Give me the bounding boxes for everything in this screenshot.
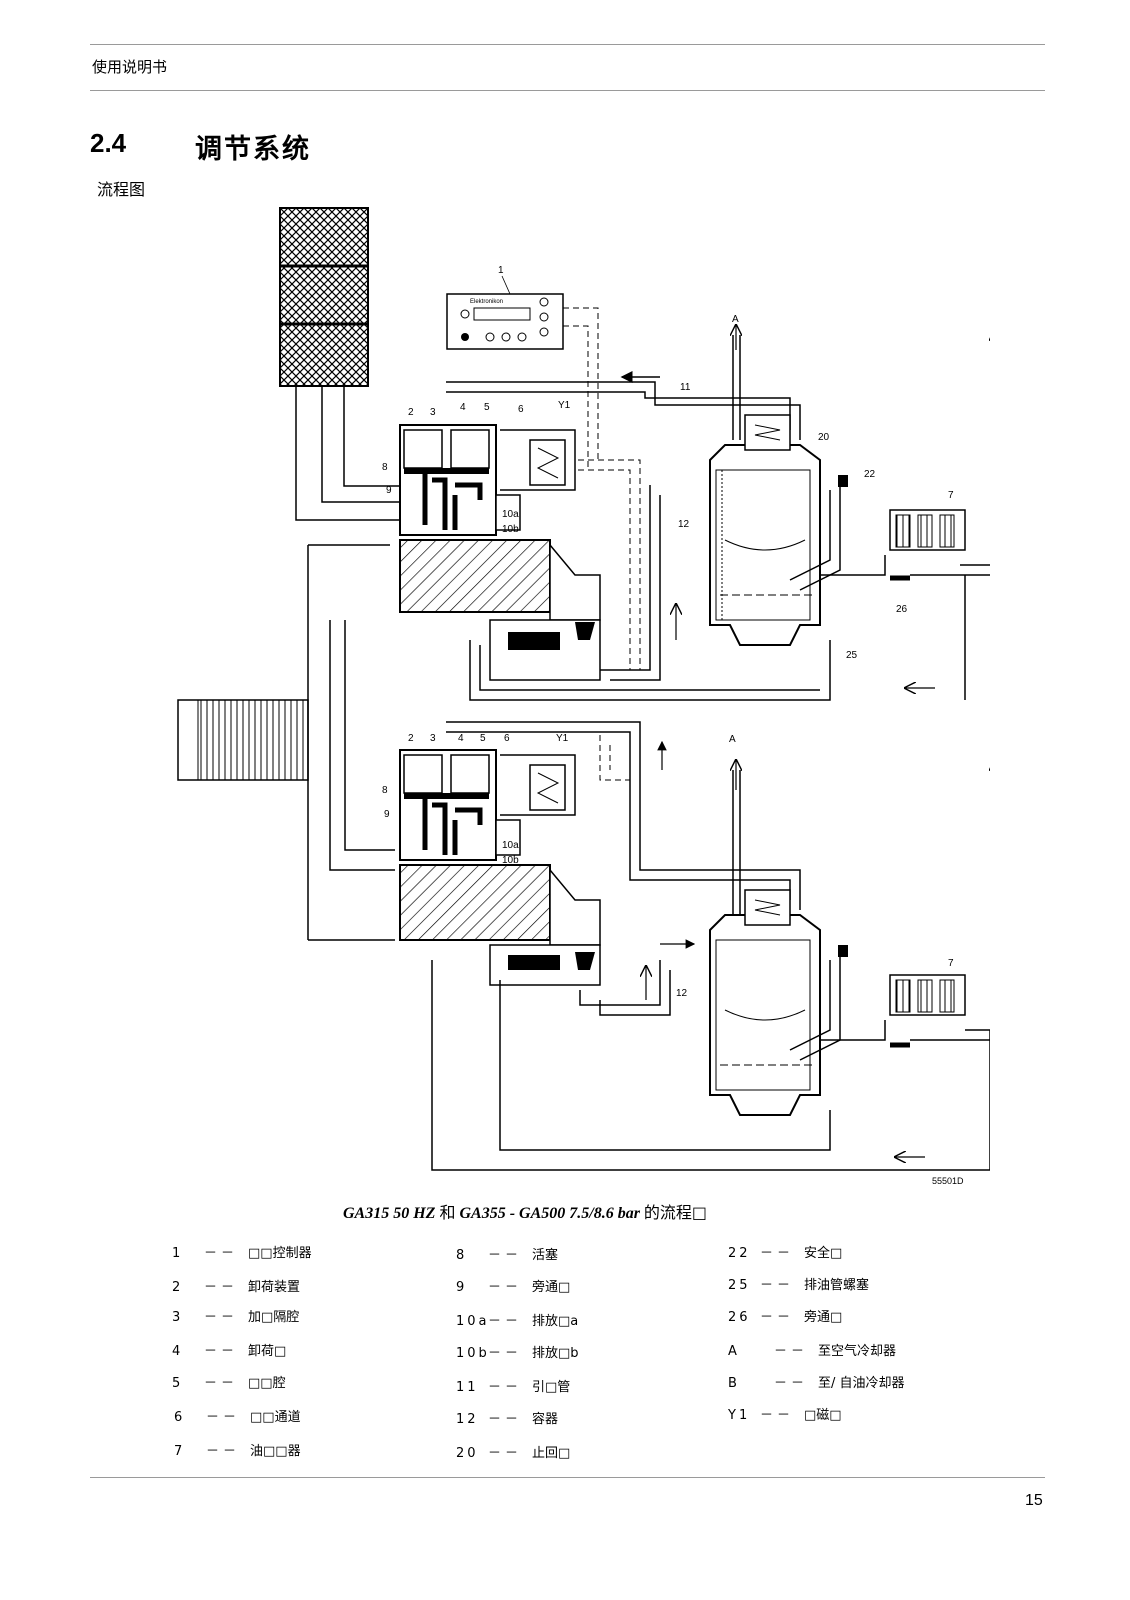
label-8: 8 xyxy=(382,462,388,473)
section-subtitle: 流程图 xyxy=(97,180,146,199)
label-20: 20 xyxy=(818,432,830,443)
label-4: 4 xyxy=(460,402,466,413)
header-title: 使用说明书 xyxy=(92,58,168,76)
legend-item: 6－－□□通道 xyxy=(174,1410,301,1425)
air-filter xyxy=(279,207,400,521)
regulating-system-flow-diagram: Elektronikon xyxy=(177,207,990,1186)
legend-item: 1－－□□控制器 xyxy=(172,1246,312,1261)
label-7: 7 xyxy=(948,958,954,969)
label-4: 4 xyxy=(458,733,464,744)
label-1: 1 xyxy=(498,265,504,276)
legend-item: 2－－卸荷装置 xyxy=(172,1280,301,1295)
unit-top xyxy=(399,325,990,701)
header-rule-top xyxy=(90,44,1045,45)
legend-item: 22－－安全□ xyxy=(728,1246,843,1261)
diagram-labels-top: 1 2 3 4 5 6 Y1 8 9 10a 10b 11 12 20 22 7… xyxy=(382,265,954,661)
label-3: 3 xyxy=(430,733,436,744)
label-6: 6 xyxy=(518,404,524,415)
label-5: 5 xyxy=(484,402,490,413)
figure-code: 55501D xyxy=(932,1176,964,1186)
section-number: 2.4 xyxy=(90,128,127,158)
label-12: 12 xyxy=(676,988,688,999)
label-22: 22 xyxy=(864,469,876,480)
section-title: 调节系统 xyxy=(195,134,311,165)
label-10b: 10b xyxy=(502,524,519,535)
legend-item: 10a－－排放□a xyxy=(456,1314,579,1329)
header-rule-bottom xyxy=(90,90,1045,91)
legend-item: 8－－活塞 xyxy=(456,1248,559,1263)
label-9: 9 xyxy=(386,485,392,496)
label-12: 12 xyxy=(678,519,690,530)
label-a: A xyxy=(732,314,739,325)
diagram-labels-bottom: 2 3 4 5 6 Y1 8 9 10a 10b 12 7 A B 55501D xyxy=(382,733,964,1186)
legend-item: 20－－止回□ xyxy=(456,1446,571,1461)
page-number: 15 xyxy=(1025,1492,1043,1509)
legend-item: 9－－旁通□ xyxy=(456,1280,571,1295)
label-10a: 10a xyxy=(502,840,519,851)
legend-item: 3－－加□隔腔 xyxy=(172,1310,300,1325)
label-10b: 10b xyxy=(502,855,519,866)
controller-elektronikon: Elektronikon xyxy=(446,293,641,670)
label-2: 2 xyxy=(408,407,414,418)
label-a: A xyxy=(729,734,736,745)
legend-item: 5－－□□腔 xyxy=(172,1376,286,1391)
legend-item: 26－－旁通□ xyxy=(728,1310,843,1325)
label-9: 9 xyxy=(384,809,390,820)
legend-item: B－－至/ 自油冷却器 xyxy=(728,1376,905,1391)
motor xyxy=(177,544,395,941)
label-2: 2 xyxy=(408,733,414,744)
legend-item: 25－－排油管螺塞 xyxy=(728,1278,870,1293)
unit-bottom xyxy=(399,721,990,1171)
legend-item: 12－－容器 xyxy=(456,1412,559,1427)
label-25: 25 xyxy=(846,650,858,661)
legend-item: 4－－卸荷□ xyxy=(172,1344,287,1359)
label-11: 11 xyxy=(680,382,691,393)
legend-item: 10b－－排放□b xyxy=(456,1346,579,1361)
label-10a: 10a xyxy=(502,509,519,520)
label-5: 5 xyxy=(480,733,486,744)
label-y1: Y1 xyxy=(558,400,571,411)
legend-item: Y1－－□磁□ xyxy=(728,1408,842,1423)
label-6: 6 xyxy=(504,733,510,744)
controller-brand-label: Elektronikon xyxy=(470,299,503,305)
legend-item: A－－至空气冷却器 xyxy=(728,1344,897,1359)
label-26: 26 xyxy=(896,604,908,615)
figure-caption: GA315 50 HZ 和 GA355 - GA500 7.5/8.6 bar … xyxy=(343,1203,708,1222)
label-8: 8 xyxy=(382,785,388,796)
legend-item: 11－－引□管 xyxy=(456,1380,571,1395)
label-7: 7 xyxy=(948,490,954,501)
label-3: 3 xyxy=(430,407,436,418)
legend-item: 7－－油□□器 xyxy=(174,1444,301,1459)
footer-rule xyxy=(90,1477,1045,1478)
label-y1: Y1 xyxy=(556,733,569,744)
